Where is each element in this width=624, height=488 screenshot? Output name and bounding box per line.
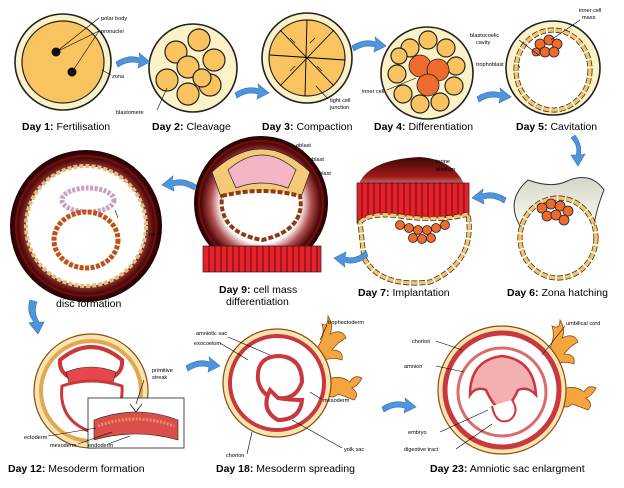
- caption-day2: Day 2: Cleavage: [152, 121, 231, 133]
- label-umbilical-cord: umbilical cord: [566, 321, 600, 327]
- stage-day23: [435, 318, 597, 455]
- stage-day4: [380, 26, 474, 120]
- arrows-row1: [115, 36, 586, 167]
- label-chorion-23: chorion: [412, 339, 430, 345]
- stage-day12: [33, 333, 185, 449]
- inner-cell-mass: [536, 198, 574, 226]
- stage-day5: [505, 19, 601, 116]
- label-ectoderm: ectoderm: [24, 435, 48, 441]
- label-blastomere: blastomere: [116, 110, 144, 116]
- label-epithelium: ithelium: [436, 167, 456, 173]
- caption-day5: Day 5: Cavitation: [516, 121, 597, 133]
- label-mesoderm-18: mesoderm: [323, 398, 350, 404]
- stage-captions: Day 1: Fertilisation Day 2: Cleavage Day…: [8, 121, 608, 475]
- label-trophectoderm: trophectoderm: [328, 320, 364, 326]
- label-blastocoelic: blastocoelic: [470, 33, 499, 39]
- label-exocoelom: exocoelom: [194, 341, 221, 347]
- stage-day1: [14, 13, 112, 111]
- stage-day18: [219, 314, 363, 455]
- label-mesoderm-12: mesoderm: [50, 443, 77, 449]
- label-oblast-3: oblast: [316, 171, 331, 177]
- label-trophoblast: trophoblast: [476, 62, 504, 68]
- label-embryo: embryo: [408, 430, 427, 436]
- label-polar-body: polar body: [101, 16, 127, 22]
- arrows-row3: [185, 356, 417, 414]
- caption-day18: Day 18: Mesoderm spreading: [216, 463, 355, 475]
- label-primitive: primitive: [152, 368, 173, 374]
- label-iner: iner: [146, 232, 155, 238]
- label-inner-cell: inner cell: [362, 89, 384, 95]
- stage-day2: [148, 23, 238, 113]
- stage-day9: [194, 136, 328, 273]
- label-mass: mass: [582, 15, 596, 21]
- epiblast: [227, 154, 297, 189]
- label-inner-cell-mass: inner cell: [579, 8, 601, 14]
- label-junction: junction: [329, 105, 349, 111]
- caption-day3: Day 3: Compaction: [262, 121, 353, 133]
- stage-day7: [356, 157, 472, 286]
- zygote: [21, 20, 105, 104]
- caption-day1: Day 1: Fertilisation: [22, 121, 110, 133]
- label-digestive-tract: digestive tract: [404, 447, 439, 453]
- label-oblast-2: oblast: [309, 157, 324, 163]
- label-amniotic-sac: amniotic sac: [196, 331, 227, 337]
- chorionic-villi: [315, 314, 363, 401]
- caption-day23: Day 23: Amniotic sac enlargment: [430, 463, 585, 475]
- caption-disc-formation: disc formation: [56, 298, 122, 310]
- label-chorion-18: chorion: [226, 453, 244, 459]
- caption-day4: Day 4: Differentiation: [374, 121, 473, 133]
- annotation-labels: polar body pronuclei zona blastomere tig…: [24, 8, 601, 459]
- inner-cell-mass: [531, 34, 563, 58]
- label-pronuclei: pronuclei: [101, 29, 124, 35]
- label-tight-cell: tight cell: [330, 98, 351, 104]
- stage-day6: [513, 177, 605, 281]
- caption-day9: Day 9: cell mass: [219, 284, 297, 296]
- inner-cell-mass: [395, 220, 450, 244]
- label-amnion: amnion: [404, 364, 422, 370]
- label-endoderm: endoderm: [88, 443, 114, 449]
- caption-day9-line2: differentiation: [226, 296, 289, 308]
- label-oblast-1: oblast: [296, 143, 311, 149]
- arrows-row2: [28, 175, 507, 335]
- label-streak: streak: [152, 375, 167, 381]
- caption-day12: Day 12: Mesoderm formation: [8, 463, 145, 475]
- caption-day6: Day 6: Zona hatching: [507, 287, 608, 299]
- stage-day3: [261, 12, 353, 104]
- label-cavity: cavity: [476, 40, 491, 46]
- uterine-epithelium: [202, 245, 322, 273]
- label-yolk-sac: yolk sac: [344, 447, 364, 453]
- label-uterine: terine: [436, 159, 450, 165]
- label-zona: zona: [112, 74, 125, 80]
- stage-disc-formation: [10, 150, 162, 302]
- caption-day7: Day 7: Implantation: [358, 287, 450, 299]
